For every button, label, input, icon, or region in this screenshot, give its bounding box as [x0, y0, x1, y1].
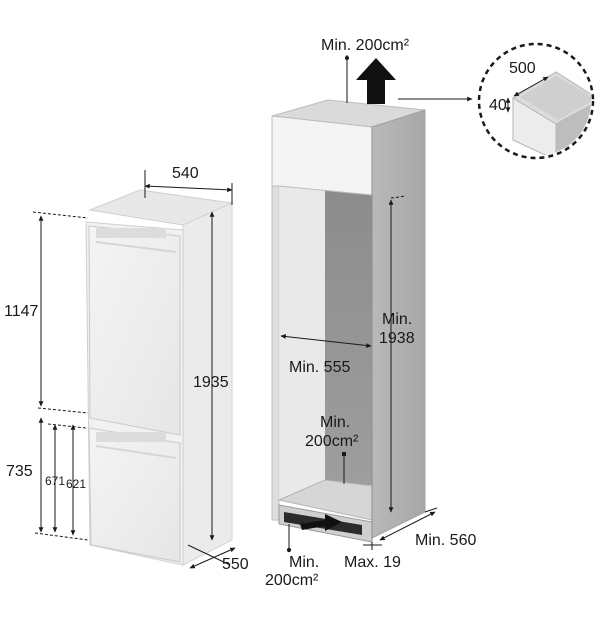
fridge-depth-label: 550 [222, 556, 249, 573]
fridge-upper-height-label: 1147 [4, 303, 39, 320]
fridge-illustration [85, 189, 234, 566]
inset-width-label: 500 [509, 60, 536, 77]
fridge-dimension-lines [32, 170, 236, 569]
fridge-lower-height-label: 735 [6, 463, 33, 480]
drawer-height-a-label: 671 [45, 474, 65, 488]
cabinet-depth-label: Min. 560 [415, 532, 476, 549]
fridge-total-height-label: 1935 [193, 374, 229, 391]
bottom-vent-label-line1: Min. [289, 554, 319, 571]
lower-hinge [96, 432, 166, 442]
cabinet-illustration [271, 99, 426, 543]
drawer-height-b-label: 621 [66, 477, 86, 491]
fridge-lower-door [88, 427, 181, 563]
floor-vent-label-line1: Min. [320, 414, 350, 431]
top-vent-arrow [356, 58, 396, 104]
cabinet-inner-left [279, 186, 325, 500]
plinth-max-label: Max. 19 [344, 554, 401, 571]
floor-vent-label-line2: 200cm² [305, 433, 359, 450]
cabinet-left-side [271, 185, 280, 521]
cabinet-top-panel [271, 115, 373, 196]
fridge-width-label: 540 [172, 165, 199, 182]
bottom-vent-arrow [300, 514, 342, 531]
bottom-vent-label-line2: 200cm² [265, 572, 319, 589]
inner-height-label-line2: 1938 [379, 330, 415, 347]
cabinet-dimension-lines [280, 55, 473, 553]
inset-depth-label: 40 [489, 97, 507, 114]
top-vent-label: Min. 200cm² [321, 37, 410, 54]
fridge-upper-door [88, 225, 181, 436]
inner-height-label-line1: Min. [382, 311, 412, 328]
inner-width-label: Min. 555 [289, 359, 350, 376]
detail-inset [477, 42, 595, 160]
upper-hinge [96, 228, 166, 238]
